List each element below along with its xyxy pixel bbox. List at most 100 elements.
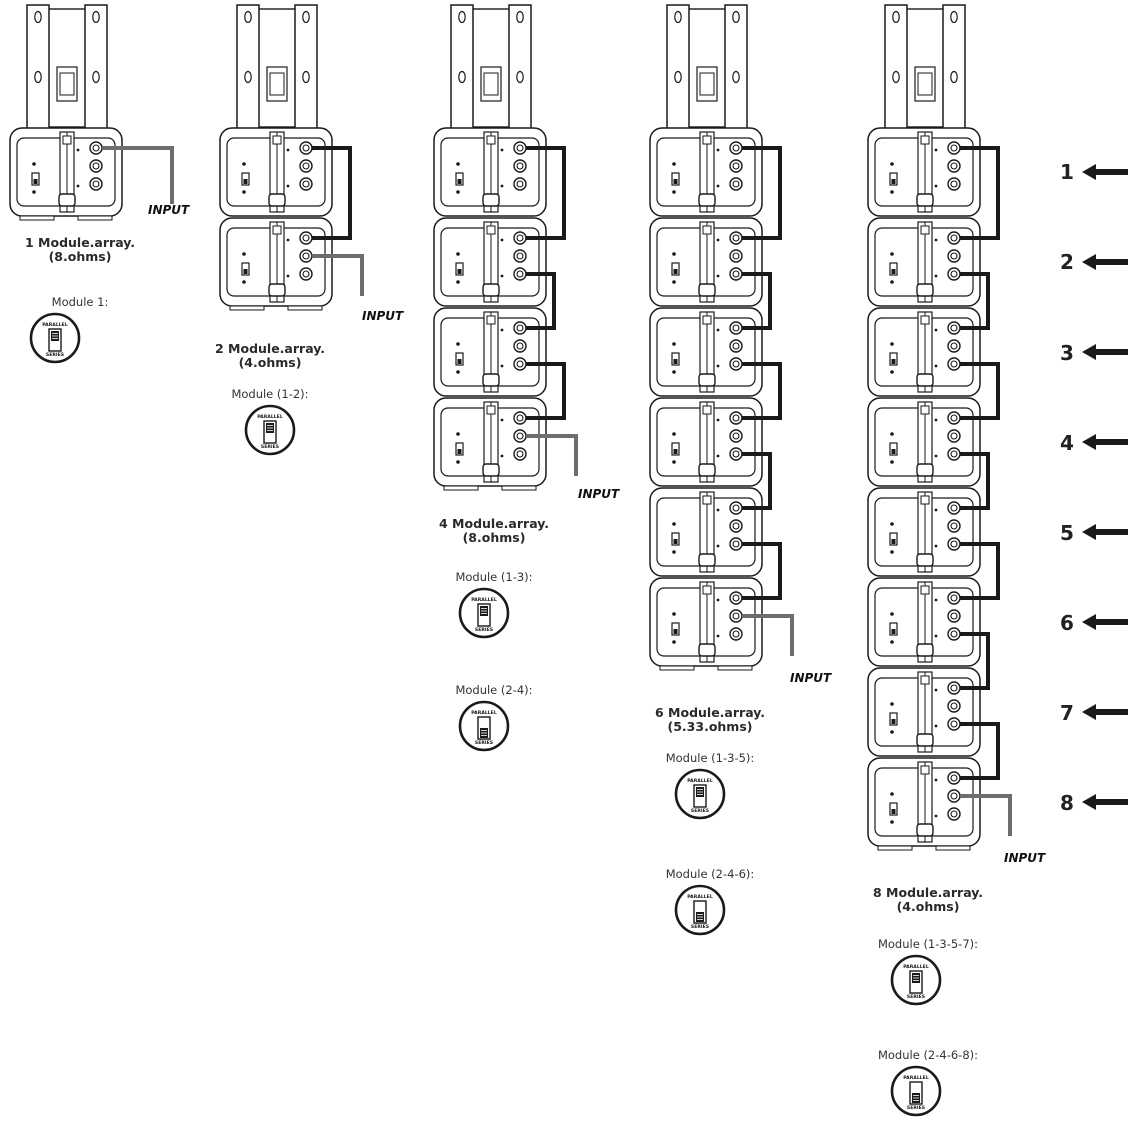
bracket-hole — [302, 10, 310, 24]
speakon-connector — [947, 267, 961, 281]
screw — [716, 238, 720, 242]
connector-ring — [732, 180, 740, 188]
input-cable — [312, 254, 364, 296]
speakon-connector — [729, 339, 743, 353]
indicator-dot — [242, 162, 246, 166]
input-label: INPUT — [148, 203, 190, 217]
connector-ring — [302, 144, 310, 152]
position-arrow-icon — [1082, 524, 1128, 540]
connector-ring — [516, 432, 524, 440]
speakon-connector — [89, 141, 103, 155]
position-number: 4 — [1060, 431, 1074, 455]
speaker-module — [649, 577, 763, 667]
speakon-connector — [729, 411, 743, 425]
position-arrow-icon — [1082, 794, 1128, 810]
switch-series-label: SERIES — [691, 808, 709, 814]
wiring — [312, 146, 364, 296]
connector-ring — [732, 360, 740, 368]
rail-pin — [482, 373, 500, 387]
screw — [500, 364, 504, 368]
screw — [716, 634, 720, 638]
connector-ring — [950, 630, 958, 638]
connector-ring — [516, 144, 524, 152]
bracket-hole — [34, 70, 42, 84]
switch-label: Module (2-4-6-8): — [877, 1048, 979, 1062]
indicator-dot — [672, 640, 676, 644]
rail-lock — [62, 135, 72, 145]
screw — [500, 274, 504, 278]
position-number: 6 — [1060, 611, 1074, 635]
bracket-hole — [674, 70, 682, 84]
selector-knob — [457, 179, 462, 184]
speakon-connector — [729, 429, 743, 443]
selector-knob — [891, 629, 896, 634]
switch-drawing: PARALLEL SERIES — [674, 768, 726, 820]
speakon-connector — [947, 789, 961, 803]
connector-ring — [950, 522, 958, 530]
bracket-handle-inner — [699, 72, 715, 96]
rail-pin — [916, 643, 934, 657]
indicator-dot — [242, 190, 246, 194]
speakon-connector — [513, 141, 527, 155]
switch-parallel-label: PARALLEL — [687, 894, 713, 900]
position-arrow-icon — [1082, 434, 1128, 450]
speaker-module — [649, 307, 763, 397]
array-caption-4: 4 Module.array. (8.ohms) — [424, 517, 564, 545]
speaker-array-6 — [649, 4, 794, 671]
speakon-connector — [513, 231, 527, 245]
switch-parallel-label: PARALLEL — [471, 597, 497, 603]
caption-title: 8 Module.array. — [873, 885, 983, 900]
connector-ring — [950, 702, 958, 710]
connector-ring — [950, 180, 958, 188]
speakon-connector — [947, 519, 961, 533]
selector-knob — [673, 449, 678, 454]
rail-lock — [486, 225, 496, 235]
connector-ring — [732, 594, 740, 602]
connector-ring — [732, 630, 740, 638]
rail-pin — [916, 373, 934, 387]
link-cable — [960, 542, 1000, 600]
speaker-array-1 — [9, 4, 174, 221]
screw — [934, 238, 938, 242]
connector-ring — [92, 144, 100, 152]
indicator-dot — [890, 640, 894, 644]
indicator-dot — [672, 460, 676, 464]
connector-ring — [92, 180, 100, 188]
link-cable — [960, 362, 1000, 420]
switch-series-label: SERIES — [907, 1105, 925, 1111]
connector-ring — [732, 540, 740, 548]
indicator-dot — [456, 162, 460, 166]
speakon-connector — [947, 609, 961, 623]
bracket-handle-inner — [483, 72, 499, 96]
speakon-connector — [513, 267, 527, 281]
indicator-dot — [672, 550, 676, 554]
indicator-dot — [890, 280, 894, 284]
bracket-hole — [950, 10, 958, 24]
connector-ring — [732, 522, 740, 530]
wiring — [960, 146, 1012, 836]
parallel-series-switch-icon: PARALLEL SERIES — [674, 768, 726, 825]
selector-knob — [673, 629, 678, 634]
bracket-hole — [34, 10, 42, 24]
bracket-handle — [266, 66, 288, 102]
selector-knob — [673, 539, 678, 544]
input-label: INPUT — [790, 671, 832, 685]
connector-ring — [732, 342, 740, 350]
speakon-connector — [947, 771, 961, 785]
switch-parallel-label: PARALLEL — [687, 778, 713, 784]
bracket-hole — [244, 10, 252, 24]
position-arrow-icon — [1082, 164, 1128, 180]
selector-knob — [457, 359, 462, 364]
speakon-connector — [947, 429, 961, 443]
link-cable — [526, 362, 566, 420]
input-cable — [960, 794, 1012, 836]
speakon-connector — [729, 159, 743, 173]
arrow-shape — [1082, 254, 1128, 270]
switch-label: Module (1-3-5-7): — [877, 937, 979, 951]
selector-knob — [673, 179, 678, 184]
cabinet-foot — [19, 215, 55, 221]
connector-ring — [950, 684, 958, 692]
speaker-module — [433, 127, 547, 217]
